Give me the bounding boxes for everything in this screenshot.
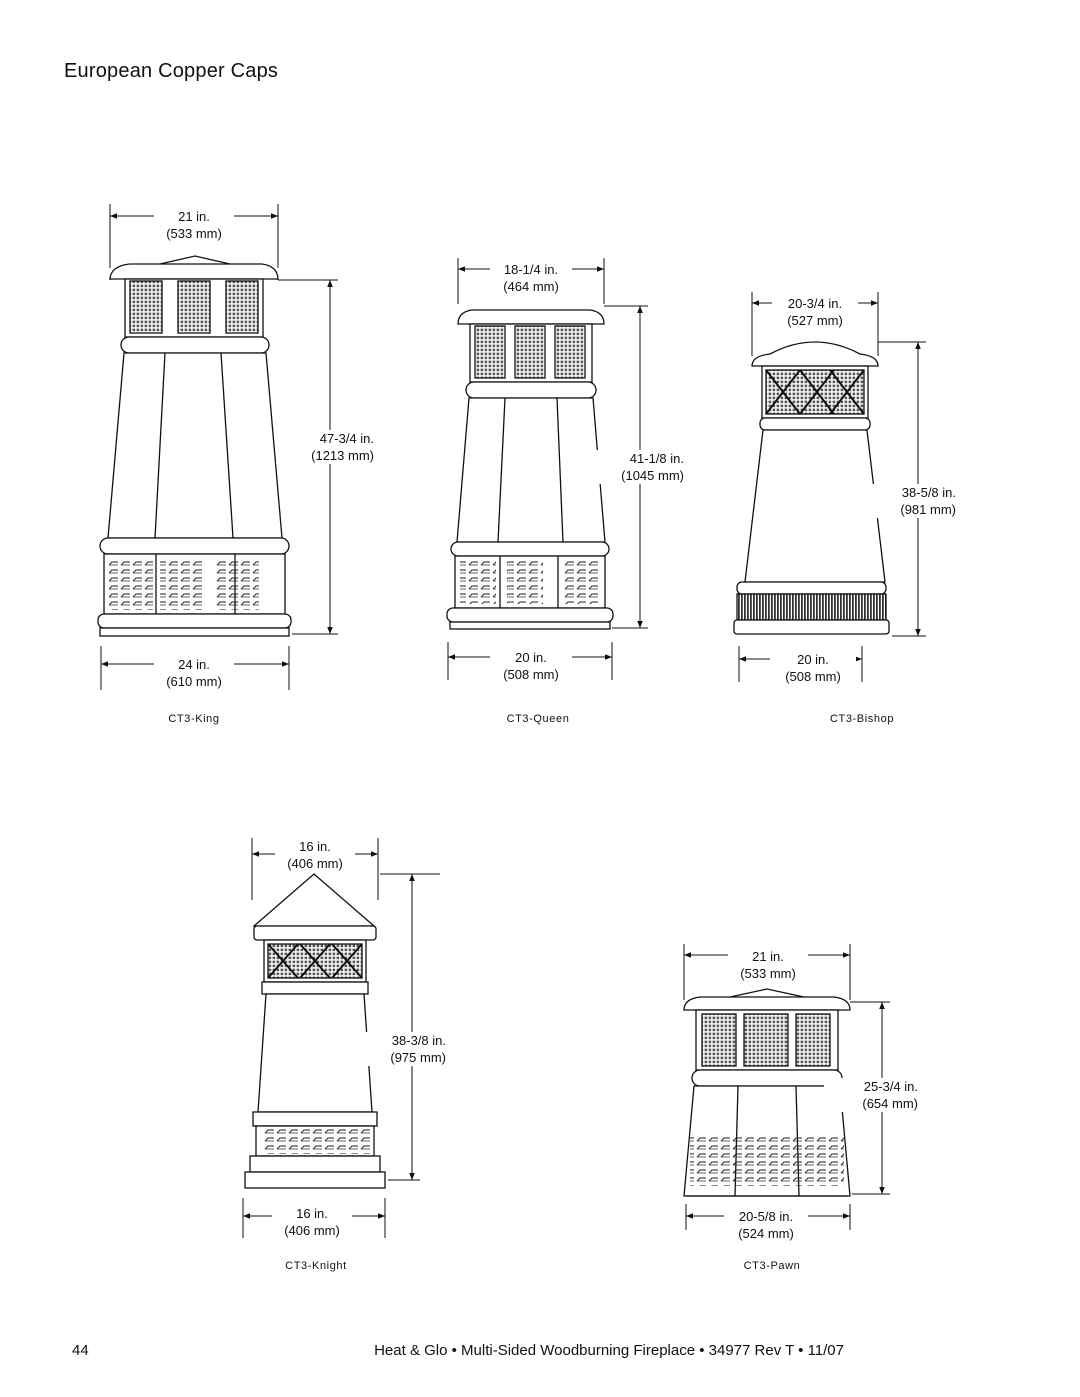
bishop-top-width: 20-3/4 in.(527 mm) xyxy=(772,295,858,329)
queen-base-width: 20 in.(508 mm) xyxy=(490,649,572,683)
queen-top-width: 18-1/4 in.(464 mm) xyxy=(490,261,572,295)
page-title: European Copper Caps xyxy=(64,60,279,82)
footer-text: Heat & Glo • Multi-Sided Woodburning Fir… xyxy=(374,1342,844,1359)
queen-height: 41-1/8 in.(1045 mm) xyxy=(584,450,684,484)
king-drawing xyxy=(97,204,338,690)
pawn-base-width: 20-5/8 in.(524 mm) xyxy=(724,1208,808,1242)
bishop-base-width: 20 in.(508 mm) xyxy=(770,651,856,685)
pawn-top-width: 21 in.(533 mm) xyxy=(728,948,808,982)
queen-model-label: CT3-Queen xyxy=(506,713,570,725)
bishop-drawing xyxy=(733,292,926,682)
king-height: 47-3/4 in.(1213 mm) xyxy=(276,430,374,464)
pawn-model-label: CT3-Pawn xyxy=(743,1260,801,1272)
knight-height: 38-3/8 in.(975 mm) xyxy=(350,1032,446,1066)
knight-model-label: CT3-Knight xyxy=(285,1260,347,1272)
knight-drawing xyxy=(242,838,440,1238)
page-number: 44 xyxy=(72,1342,89,1359)
king-model-label: CT3-King xyxy=(168,713,220,725)
bishop-model-label: CT3-Bishop xyxy=(829,713,895,725)
knight-top-width: 16 in.(406 mm) xyxy=(275,838,355,872)
king-base-width: 24 in.(610 mm) xyxy=(154,656,234,690)
pawn-height: 25-3/4 in.(654 mm) xyxy=(824,1078,918,1112)
bishop-height: 38-5/8 in.(981 mm) xyxy=(858,484,956,518)
king-top-width: 21 in.(533 mm) xyxy=(154,208,234,242)
pawn-drawing xyxy=(683,944,890,1230)
knight-base-width: 16 in.(406 mm) xyxy=(272,1205,352,1239)
